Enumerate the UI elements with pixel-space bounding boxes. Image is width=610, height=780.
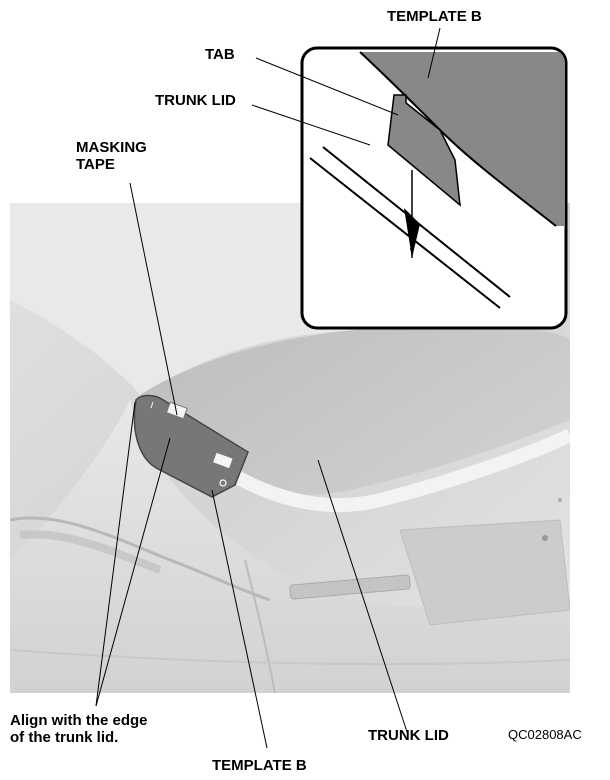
label-template-b-top: TEMPLATE B	[387, 8, 482, 25]
inset-tab	[387, 94, 461, 207]
label-masking-tape-line2: TAPE	[76, 156, 115, 173]
label-align-edge: Align with the edge of the trunk lid.	[10, 712, 148, 746]
label-masking-tape-line1: MASKING	[76, 139, 147, 156]
figure-code: QC02808AC	[508, 727, 582, 742]
label-trunk-lid-bottom: TRUNK LID	[368, 727, 449, 744]
template-b-photo	[133, 394, 249, 498]
label-template-b-bottom: TEMPLATE B	[212, 757, 307, 774]
label-trunk-lid-inset: TRUNK LID	[155, 92, 236, 109]
leader-lines	[95, 27, 441, 749]
inset-detail	[300, 46, 568, 330]
label-align-edge-line2: of the trunk lid.	[10, 729, 119, 746]
label-align-edge-line1: Align with the edge	[10, 712, 148, 729]
label-masking-tape: MASKING TAPE	[76, 139, 147, 173]
inset-template-b	[360, 52, 565, 226]
label-tab: TAB	[205, 46, 235, 63]
